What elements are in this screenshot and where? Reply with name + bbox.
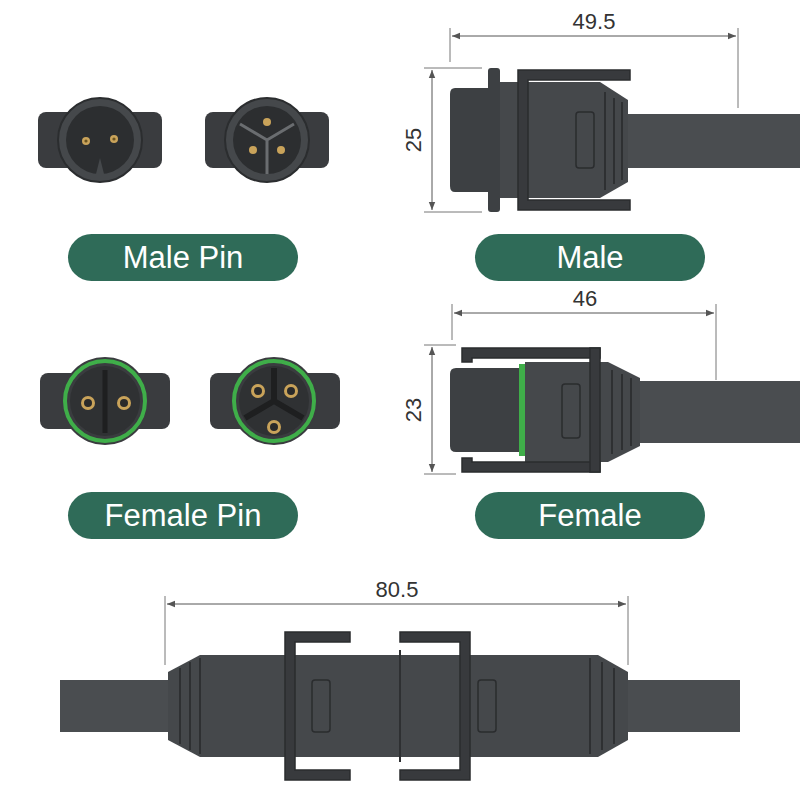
female-side-view [424,304,800,474]
female-2pin-face [40,357,170,445]
dimension-value: 46 [573,288,597,310]
label-pill: Male Pin [68,234,298,281]
pill-label: Male Pin [123,242,244,273]
assembled-view [60,596,740,780]
pill-label: Female [538,500,641,531]
label-pill: Male [475,234,705,281]
pill-label: Female Pin [105,500,262,531]
label-pill: Female [475,492,705,539]
pill-label: Male [556,242,623,273]
dimension-value: 80.5 [376,579,419,601]
female-3pin-face [210,357,340,445]
dimension-value: 23 [403,398,425,422]
dimension-value: 25 [403,128,425,152]
label-pill: Female Pin [68,492,298,539]
dimension-value: 49.5 [573,11,616,33]
male-2pin-face [38,98,162,182]
male-side-view [424,28,800,212]
male-3pin-face [205,98,329,182]
